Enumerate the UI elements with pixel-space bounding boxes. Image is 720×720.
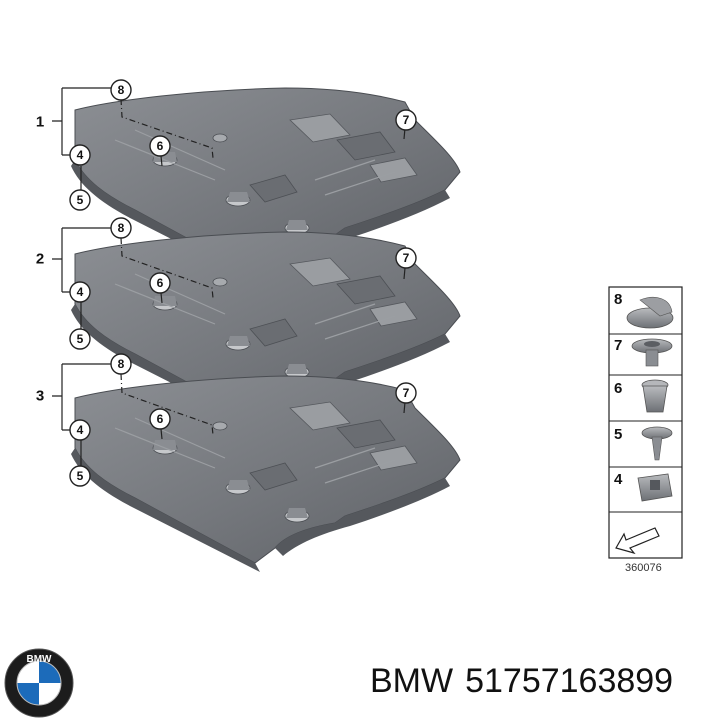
parts-legend: 8 7 6 5 4 bbox=[608, 286, 683, 574]
legend-label-6: 6 bbox=[614, 380, 622, 397]
bmw-logo: BMW bbox=[4, 648, 74, 718]
callout-4: 4 bbox=[77, 148, 84, 162]
callout-8: 8 bbox=[118, 357, 125, 371]
callout-6: 6 bbox=[157, 412, 164, 426]
underbody-shield-3 bbox=[70, 375, 461, 573]
callout-4: 4 bbox=[77, 285, 84, 299]
callout-group-1: 1 8 4 5 6 7 bbox=[36, 79, 417, 211]
push-rivet-icon bbox=[631, 338, 673, 367]
group-label-3: 3 bbox=[36, 388, 44, 405]
part-caption: BMW 51757163899 bbox=[370, 662, 720, 701]
callout-group-2: 2 8 4 5 6 7 bbox=[36, 217, 417, 350]
callout-8: 8 bbox=[118, 221, 125, 235]
expanding-nut-icon bbox=[641, 379, 669, 413]
callout-7: 7 bbox=[403, 251, 410, 265]
callout-8: 8 bbox=[118, 83, 125, 97]
callout-5: 5 bbox=[77, 469, 84, 483]
direction-arrow-icon bbox=[615, 527, 660, 555]
callout-5: 5 bbox=[77, 332, 84, 346]
caption-part-number: 51757163899 bbox=[465, 662, 674, 700]
callout-group-3: 3 8 4 5 6 7 bbox=[36, 353, 417, 487]
callout-6: 6 bbox=[157, 139, 164, 153]
group-label-1: 1 bbox=[36, 114, 44, 131]
diagram-code: 360076 bbox=[625, 562, 662, 574]
callout-5: 5 bbox=[77, 193, 84, 207]
screw-icon bbox=[641, 426, 673, 461]
legend-label-8: 8 bbox=[614, 291, 622, 308]
group-label-2: 2 bbox=[36, 251, 44, 268]
clip-nut-icon bbox=[637, 473, 673, 502]
callout-7: 7 bbox=[403, 113, 410, 127]
legend-label-5: 5 bbox=[614, 426, 622, 443]
legend-label-7: 7 bbox=[614, 337, 622, 354]
bmw-logo-text: BMW bbox=[27, 654, 53, 665]
clip-cap-icon bbox=[626, 297, 674, 329]
caption-brand: BMW bbox=[370, 662, 454, 700]
callout-7: 7 bbox=[403, 386, 410, 400]
callout-6: 6 bbox=[157, 276, 164, 290]
legend-label-4: 4 bbox=[614, 471, 623, 488]
callout-4: 4 bbox=[77, 423, 84, 437]
